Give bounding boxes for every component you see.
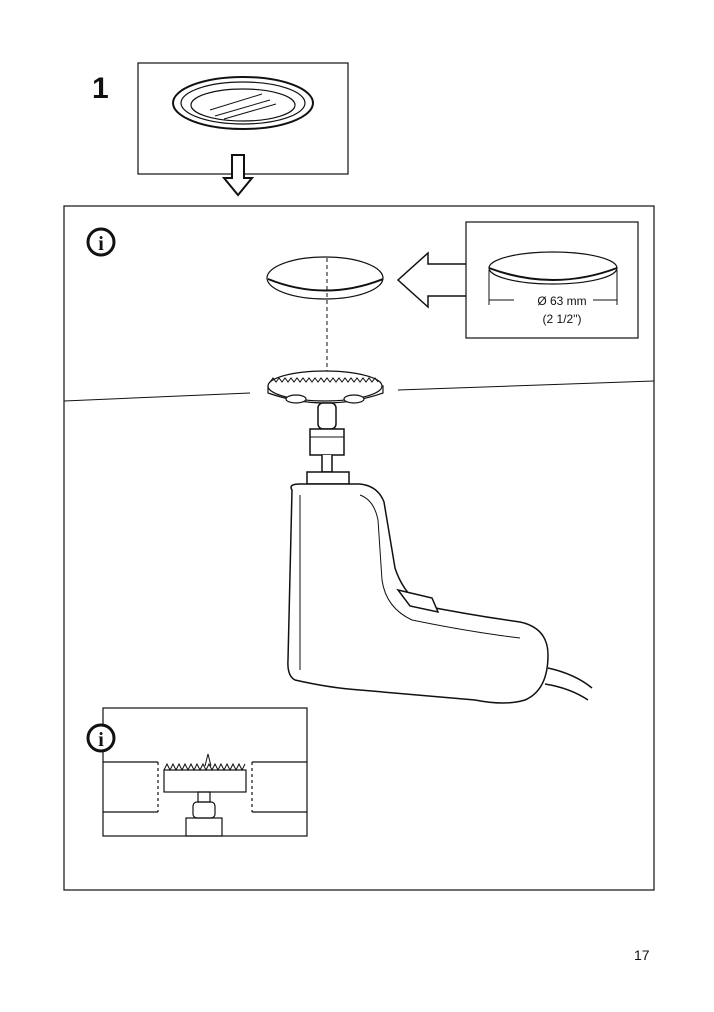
hole-saw xyxy=(267,370,384,404)
svg-text:i: i xyxy=(98,729,104,751)
imperial-label: (2 1/2") xyxy=(542,312,582,326)
inset-detail xyxy=(102,707,308,837)
ceiling-line xyxy=(63,380,655,402)
svg-text:i: i xyxy=(98,233,104,255)
cutout-disc xyxy=(266,256,384,300)
left-arrow-icon xyxy=(396,251,466,309)
down-arrow-icon xyxy=(221,154,255,197)
diameter-label: Ø 63 mm xyxy=(537,294,587,308)
page-number: 17 xyxy=(634,947,650,963)
info-icon: i xyxy=(86,227,116,257)
drill xyxy=(287,402,593,704)
downlight-step-box xyxy=(137,62,349,175)
step-number: 1 xyxy=(92,72,109,105)
downlight-icon xyxy=(172,76,314,130)
dimension-callout xyxy=(465,221,639,339)
main-frame xyxy=(63,205,655,891)
inset-info-icon: i xyxy=(86,723,116,753)
